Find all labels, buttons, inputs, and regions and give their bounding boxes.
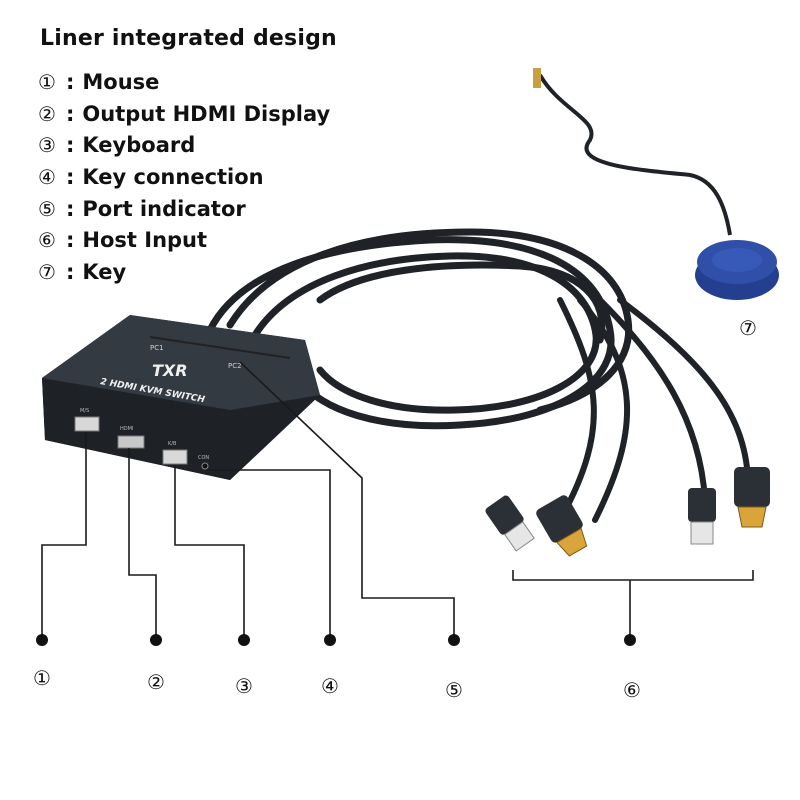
callout-7: ⑦ xyxy=(739,316,757,340)
callout-dot-5 xyxy=(448,634,460,646)
callout-4: ④ xyxy=(321,674,339,698)
leader-line-hdmi xyxy=(128,448,157,640)
callout-dot-1 xyxy=(36,634,48,646)
callout-6: ⑥ xyxy=(623,678,641,702)
pc2-label: PC2 xyxy=(228,362,242,370)
hdmi-connector-display xyxy=(536,495,588,557)
usb-port-keyboard xyxy=(162,449,188,465)
leader-line-port-indicator xyxy=(239,361,455,640)
legend-label: Port indicator xyxy=(82,196,246,221)
legend-item-key-connection: ④ : Key connection xyxy=(38,161,330,193)
leader-line-keyboard xyxy=(174,465,245,640)
brand-label: TXR xyxy=(152,361,188,380)
legend-number: ② xyxy=(38,101,56,126)
legend-item-key: ⑦ : Key xyxy=(38,256,330,288)
kvm-switch-device: PC1 PC2 TXR 2 HDMI KVM SWITCH M/S HDMI K… xyxy=(42,315,320,480)
legend-number: ① xyxy=(38,69,56,94)
callout-dot-4 xyxy=(324,634,336,646)
legend-number: ⑥ xyxy=(38,228,56,253)
usb-connector-keyboard xyxy=(688,488,716,545)
legend-label: Keyboard xyxy=(82,133,196,158)
hdmi-port xyxy=(117,435,145,449)
callout-dot-2 xyxy=(150,634,162,646)
hdmi-connector-host xyxy=(734,467,770,528)
key-button xyxy=(533,68,779,300)
legend-item-host-input: ⑥ : Host Input xyxy=(38,224,330,256)
leader-lines xyxy=(41,361,754,640)
legend-label: Key connection xyxy=(82,164,264,189)
callout-3: ③ xyxy=(235,674,253,698)
leader-dots xyxy=(36,634,636,646)
legend-separator: : xyxy=(66,133,75,158)
kb-port-label: K/B xyxy=(168,441,177,447)
ms-port-label: M/S xyxy=(80,408,89,414)
cable-bundle xyxy=(206,228,751,523)
legend-number: ⑤ xyxy=(38,196,56,221)
legend-label: Key xyxy=(82,259,127,284)
leader-line-host-input xyxy=(512,570,754,581)
legend-item-mouse: ① : Mouse xyxy=(38,66,330,98)
legend-separator: : xyxy=(66,259,75,284)
legend-label: Output HDMI Display xyxy=(82,101,331,126)
usb-port-mouse xyxy=(74,416,100,432)
callout-dot-6 xyxy=(624,634,636,646)
legend-number: ⑦ xyxy=(38,259,56,284)
pc1-label: PC1 xyxy=(150,344,164,352)
legend-separator: : xyxy=(66,69,75,94)
callout-1: ① xyxy=(33,666,51,690)
legend-separator: : xyxy=(66,228,75,253)
legend: ① : Mouse ② : Output HDMI Display ③ : Ke… xyxy=(38,66,330,288)
legend-separator: : xyxy=(66,101,75,126)
hdmi-port-label: HDMI xyxy=(120,426,133,432)
legend-separator: : xyxy=(66,164,75,189)
diagram-title: Liner integrated design xyxy=(40,26,337,51)
legend-item-port-indicator: ⑤ : Port indicator xyxy=(38,193,330,225)
legend-label: Mouse xyxy=(82,69,160,94)
legend-separator: : xyxy=(66,196,75,221)
con-port-label: CON xyxy=(198,455,209,461)
legend-item-hdmi-output: ② : Output HDMI Display xyxy=(38,98,330,130)
legend-number: ③ xyxy=(38,133,56,158)
usb-connector-mouse xyxy=(485,495,535,552)
leader-line-key-connection xyxy=(206,469,331,640)
key-connection-port xyxy=(201,462,209,470)
port-indicator-strip xyxy=(149,336,291,359)
leader-line-mouse xyxy=(41,432,87,640)
legend-label: Host Input xyxy=(82,228,208,253)
callout-5: ⑤ xyxy=(445,678,463,702)
legend-number: ④ xyxy=(38,164,56,189)
callout-dot-3 xyxy=(238,634,250,646)
legend-item-keyboard: ③ : Keyboard xyxy=(38,129,330,161)
callout-2: ② xyxy=(147,670,165,694)
